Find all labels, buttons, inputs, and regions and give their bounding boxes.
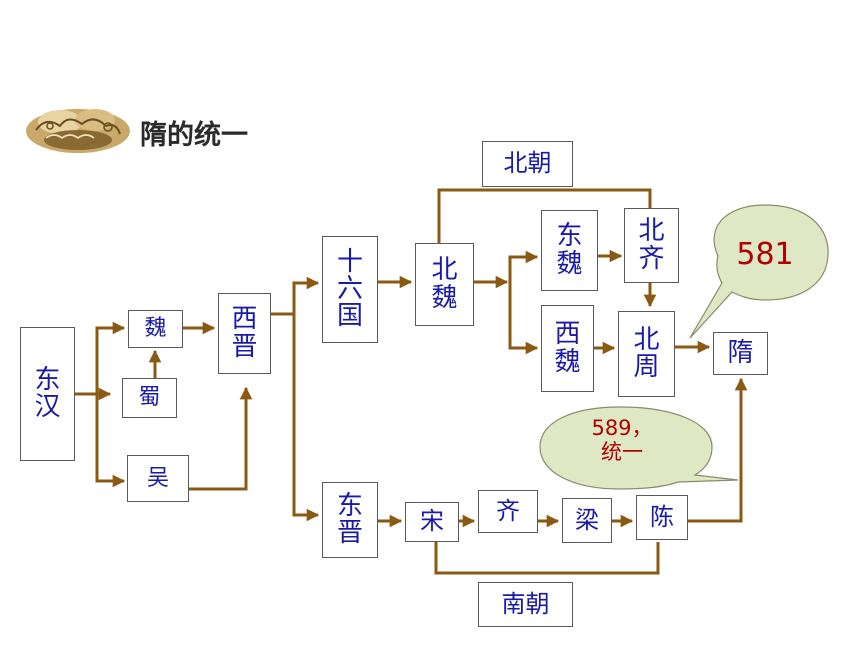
page-title: 隋的统一 <box>140 120 248 151</box>
edge-chen-sui <box>688 377 748 523</box>
node-beiqi: 北 齐 <box>624 208 679 283</box>
node-beiwei: 北 魏 <box>415 243 474 326</box>
callout-581-text: 581 <box>736 237 794 272</box>
bracket-nanchao <box>434 542 660 575</box>
edge-to-xiwei <box>508 282 539 355</box>
node-sui: 隋 <box>713 332 768 375</box>
node-beizhou: 北 周 <box>618 311 675 397</box>
edge-donghan-wu <box>95 394 126 488</box>
edge-xijin-dongjin <box>292 314 320 522</box>
bracket-beichao <box>437 188 652 243</box>
callouts <box>539 204 829 490</box>
edge-wu-xijin <box>189 386 253 491</box>
connectors <box>75 188 748 575</box>
callout-589-bubble <box>539 406 739 490</box>
node-wu: 吴 <box>127 455 189 502</box>
node-qi: 齐 <box>478 490 538 533</box>
node-chen: 陈 <box>636 495 688 540</box>
node-donghan: 东 汉 <box>20 327 75 461</box>
callout-581-bubble <box>689 204 829 339</box>
node-shiliuguo: 十 六 国 <box>322 236 378 343</box>
node-dongwei: 东 魏 <box>541 210 598 291</box>
callout-589-text: 589， 统一 <box>591 416 653 465</box>
edge-donghan-wei <box>75 321 126 396</box>
node-dongjin: 东 晋 <box>322 482 378 558</box>
node-song: 宋 <box>405 502 459 542</box>
node-wei: 魏 <box>128 310 183 348</box>
node-xiwei: 西 魏 <box>541 305 594 392</box>
node-shu: 蜀 <box>122 378 177 418</box>
node-liang: 梁 <box>562 498 612 543</box>
edge-to-dongwei <box>508 250 539 282</box>
node-xijin: 西 晋 <box>218 293 271 374</box>
label-beichao: 北朝 <box>482 141 573 187</box>
edge-xijin-shiliuguo <box>271 276 320 316</box>
label-nanchao: 南朝 <box>478 582 573 627</box>
cloud-ornament-icon <box>26 109 130 153</box>
